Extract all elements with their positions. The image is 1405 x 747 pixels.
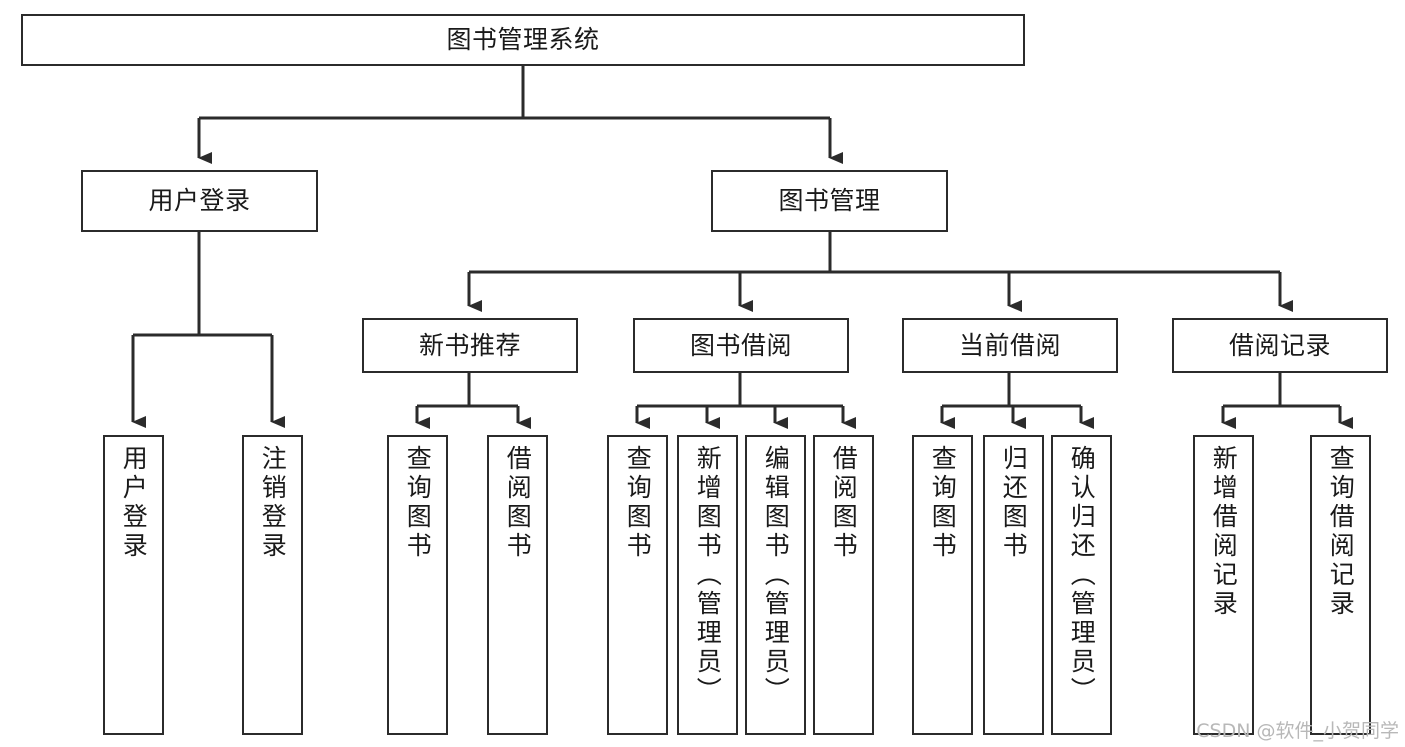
node-leaf-query-book-recommend[interactable]: 查询图书: [387, 435, 448, 735]
node-new-book-recommend[interactable]: 新书推荐: [362, 318, 578, 373]
node-user-login-label: 用户登录: [148, 186, 251, 216]
node-book-borrow[interactable]: 图书借阅: [633, 318, 849, 373]
node-book-management[interactable]: 图书管理: [711, 170, 948, 232]
node-leaf-edit-book-admin[interactable]: 编辑图书（管理员）: [745, 435, 806, 735]
csdn-watermark: CSDN @软件_小贺同学: [1196, 720, 1399, 742]
node-leaf-borrow-book-recommend[interactable]: 借阅图书: [487, 435, 548, 735]
node-leaf-user-logout-label: 注销登录: [258, 445, 288, 561]
node-leaf-user-login[interactable]: 用户登录: [103, 435, 164, 735]
node-leaf-borrow-book[interactable]: 借阅图书: [813, 435, 874, 735]
node-leaf-confirm-return-admin-label: 确认归还（管理员）: [1067, 445, 1097, 706]
node-book-management-label: 图书管理: [778, 186, 881, 216]
node-leaf-query-book-recommend-label: 查询图书: [403, 445, 433, 561]
node-leaf-return-book[interactable]: 归还图书: [983, 435, 1044, 735]
node-leaf-user-logout[interactable]: 注销登录: [242, 435, 303, 735]
node-leaf-user-login-label: 用户登录: [119, 445, 149, 561]
node-current-borrow[interactable]: 当前借阅: [902, 318, 1118, 373]
node-leaf-query-book-current[interactable]: 查询图书: [912, 435, 973, 735]
node-leaf-add-book-admin[interactable]: 新增图书（管理员）: [677, 435, 738, 735]
node-leaf-borrow-book-label: 借阅图书: [829, 445, 859, 561]
node-leaf-query-book-borrow-label: 查询图书: [623, 445, 653, 561]
node-leaf-query-book-borrow[interactable]: 查询图书: [607, 435, 668, 735]
node-leaf-borrow-book-recommend-label: 借阅图书: [503, 445, 533, 561]
node-leaf-add-book-admin-label: 新增图书（管理员）: [693, 445, 723, 706]
node-current-borrow-label: 当前借阅: [958, 330, 1061, 360]
node-user-login[interactable]: 用户登录: [81, 170, 318, 232]
node-borrow-records[interactable]: 借阅记录: [1172, 318, 1388, 373]
node-book-borrow-label: 图书借阅: [689, 330, 792, 360]
node-leaf-edit-book-admin-label: 编辑图书（管理员）: [761, 445, 791, 706]
node-leaf-query-borrow-record-label: 查询借阅记录: [1326, 445, 1356, 619]
node-root-label: 图书管理系统: [446, 25, 600, 55]
node-leaf-return-book-label: 归还图书: [999, 445, 1029, 561]
node-leaf-add-borrow-record[interactable]: 新增借阅记录: [1193, 435, 1254, 735]
node-leaf-add-borrow-record-label: 新增借阅记录: [1209, 445, 1239, 619]
node-borrow-records-label: 借阅记录: [1228, 330, 1331, 360]
node-new-book-recommend-label: 新书推荐: [418, 330, 521, 360]
node-leaf-query-borrow-record[interactable]: 查询借阅记录: [1310, 435, 1371, 735]
node-leaf-query-book-current-label: 查询图书: [928, 445, 958, 561]
node-root[interactable]: 图书管理系统: [21, 14, 1025, 66]
node-leaf-confirm-return-admin[interactable]: 确认归还（管理员）: [1051, 435, 1112, 735]
